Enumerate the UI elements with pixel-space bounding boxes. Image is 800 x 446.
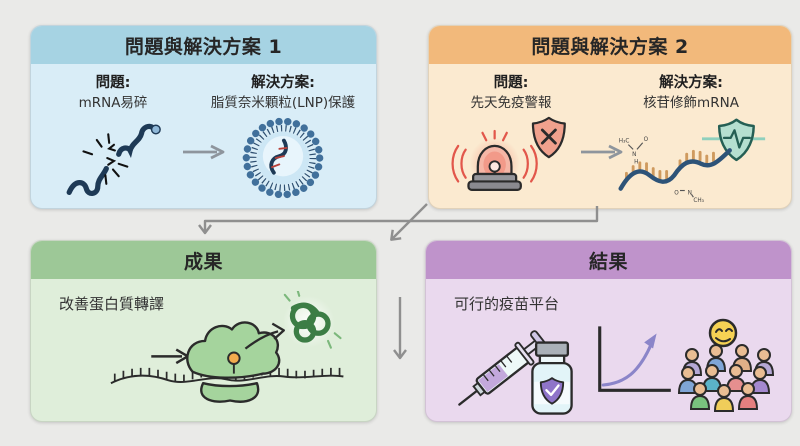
panel-4-title: 結果 — [588, 250, 628, 273]
panel-2-solution-column: 解決方案: 核苷修飾mRNA — [597, 74, 785, 202]
problem-text: 先天免疫警報 — [470, 94, 552, 111]
panel-2-title: 問題與解決方案 2 — [531, 35, 689, 58]
flow-arrow-icon — [151, 348, 190, 365]
solution-label: 解決方案: — [659, 75, 723, 91]
solution-label: 解決方案: — [251, 75, 315, 91]
ribosome-body — [186, 321, 281, 403]
panel-result: 結果 可行的疫苗平台 — [425, 240, 792, 422]
panel-1-solution-column: 解決方案: 脂質奈米顆粒(LNP)保護 — [195, 74, 371, 202]
right-arrow-icon — [581, 144, 623, 160]
connector-elbow-to-outcome — [198, 206, 599, 235]
outcome-text: 改善蛋白質轉譯 — [59, 295, 165, 313]
shield-pulse-icon — [701, 118, 766, 162]
panel-3-title: 成果 — [183, 250, 223, 273]
exit-arrow — [244, 322, 285, 350]
panel-2-header: 問題與解決方案 2 — [429, 26, 791, 64]
panel-2-problem-column: 問題: 先天免疫警報 — [437, 74, 585, 202]
solution-text: 脂質奈米顆粒(LNP)保護 — [210, 94, 356, 111]
svg-text:H₃C: H₃C — [619, 139, 630, 145]
problem-label: 問題: — [493, 75, 529, 91]
immune-alert-icons — [451, 117, 566, 192]
vaccine-vial — [531, 341, 573, 415]
panel-3-header: 成果 — [31, 241, 376, 279]
panel-1-title: 問題與解決方案 1 — [124, 35, 283, 58]
svg-text:CH₃: CH₃ — [693, 198, 704, 202]
syringe-vial-icon — [458, 330, 573, 415]
svg-text:N: N — [632, 152, 636, 158]
svg-text:O: O — [644, 137, 649, 143]
svg-text:O: O — [674, 191, 679, 197]
lnp-particle-icon — [242, 118, 324, 199]
right-arrow-icon — [183, 144, 225, 160]
alarm-siren-icon — [451, 130, 538, 192]
solution-text: 核苷修飾mRNA — [643, 94, 739, 111]
svg-text:H: H — [634, 160, 638, 166]
ribosome-translation-icon — [110, 291, 344, 403]
problem-label: 問題: — [95, 75, 131, 91]
connector-diagonal-to-outcome — [390, 203, 428, 241]
panel-problem-solution-1: 問題與解決方案 1 問題: mRNA易碎 — [30, 25, 377, 209]
panel-outcome: 成果 改善蛋白質轉譯 — [30, 240, 377, 422]
panel-1-problem-column: 問題: mRNA易碎 — [39, 74, 187, 200]
problem-text: mRNA易碎 — [78, 94, 148, 111]
growth-chart-icon — [598, 326, 671, 392]
smiley-icon — [708, 318, 738, 348]
svg-text:N: N — [688, 191, 692, 197]
population-smile-icon — [677, 318, 775, 412]
folded-protein-icon — [282, 291, 342, 349]
panel-1-header: 問題與解決方案 1 — [31, 26, 376, 64]
broken-mrna-icon — [66, 124, 161, 197]
crowd — [677, 344, 775, 412]
result-text: 可行的疫苗平台 — [454, 295, 560, 313]
panel-problem-solution-2: 問題與解決方案 2 問題: 先天免疫警報 — [428, 25, 792, 209]
shield-x-icon — [531, 117, 566, 159]
panel-4-header: 結果 — [426, 241, 791, 279]
